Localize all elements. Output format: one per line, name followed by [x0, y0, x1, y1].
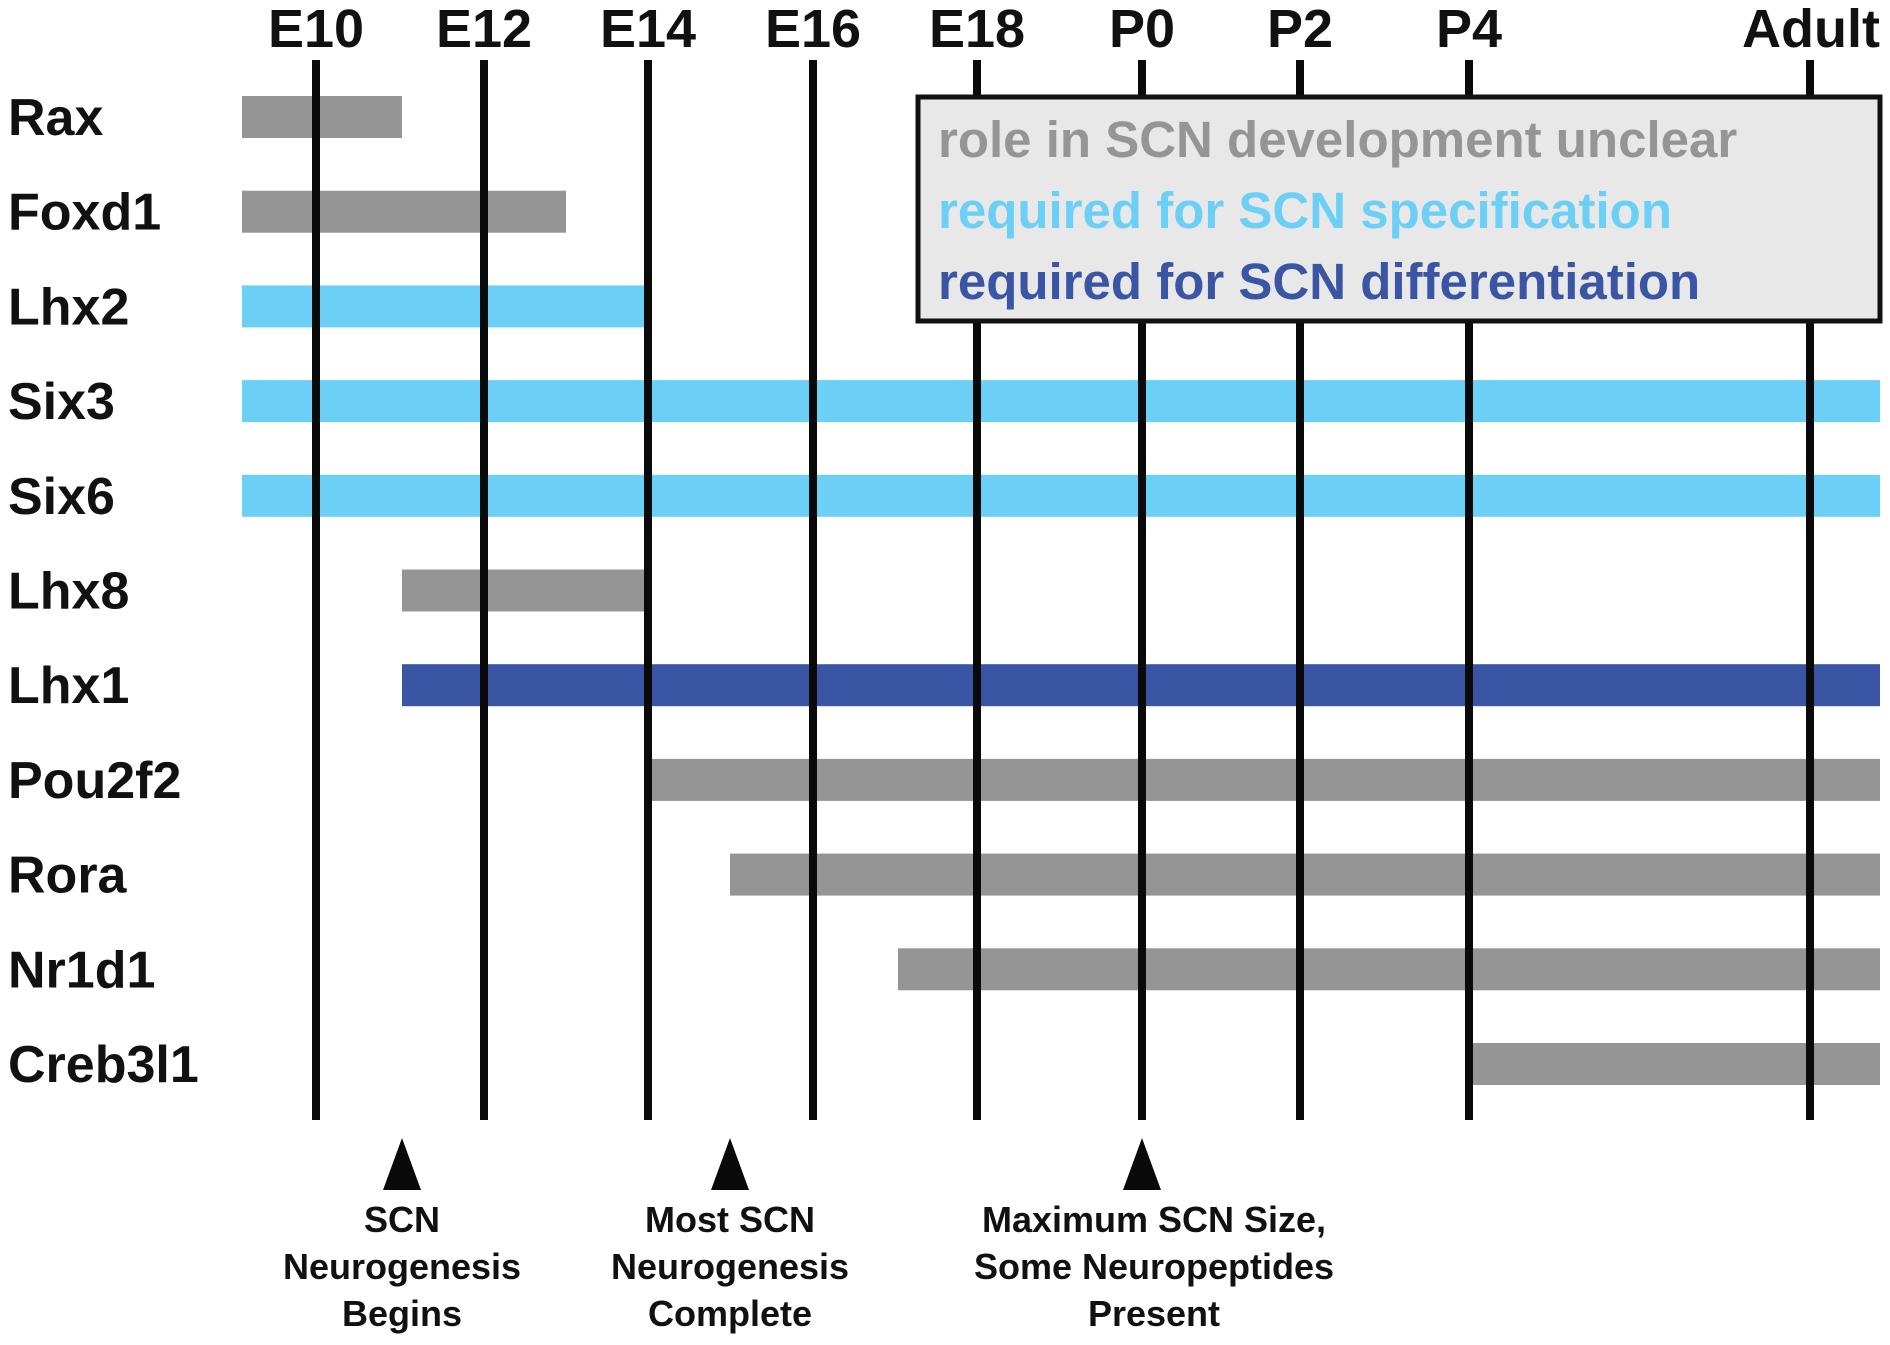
event-caption-1-line-3: Begins [342, 1293, 462, 1334]
expression-bar-lhx8 [402, 569, 648, 612]
event-caption-3-line-3: Present [1088, 1293, 1220, 1334]
event-caption-2-line-3: Complete [648, 1293, 812, 1334]
gene-label-rora: Rora [8, 847, 128, 905]
event-marker-1 [383, 1138, 421, 1190]
timepoint-label-p4: P4 [1436, 0, 1502, 59]
event-caption-3-line-2: Some Neuropeptides [974, 1246, 1334, 1287]
gene-label-lhx1: Lhx1 [8, 657, 129, 715]
event-caption-2-line-1: Most SCN [645, 1199, 815, 1240]
gene-label-six6: Six6 [8, 468, 115, 526]
expression-bar-rora [730, 853, 1880, 896]
timepoint-label-e12: E12 [436, 0, 532, 59]
gene-label-lhx8: Lhx8 [8, 563, 129, 621]
expression-bar-creb3l1 [1469, 1043, 1880, 1085]
gene-label-creb3l1: Creb3l1 [8, 1036, 199, 1094]
expression-bar-lhx2 [242, 285, 648, 328]
legend-entry-3: required for SCN differentiation [938, 253, 1700, 310]
gene-label-nr1d1: Nr1d1 [8, 941, 155, 999]
timepoint-label-p0: P0 [1109, 0, 1175, 59]
legend-entry-1: role in SCN development unclear [938, 111, 1737, 168]
timepoint-label-e18: E18 [929, 0, 1025, 59]
event-marker-3 [1123, 1138, 1161, 1190]
event-caption-1-line-1: SCN [364, 1199, 440, 1240]
timepoint-label-p2: P2 [1267, 0, 1333, 59]
timepoint-labels-layer: E10 E12 E14 E16 E18 P0 P2 P4 Adult [268, 0, 1880, 59]
expression-bar-rax [242, 96, 402, 138]
event-caption-2-line-2: Neurogenesis [611, 1246, 849, 1287]
expression-bar-six6 [242, 474, 1880, 517]
timepoint-label-e14: E14 [600, 0, 696, 59]
event-marker-2 [711, 1138, 749, 1190]
gene-labels-layer: RaxFoxd1Lhx2Six3Six6Lhx8Lhx1Pou2f2RoraNr… [8, 89, 199, 1094]
expression-bar-pou2f2 [648, 758, 1880, 801]
gene-label-six3: Six3 [8, 373, 115, 431]
legend: role in SCN development unclear required … [915, 94, 1883, 324]
gene-label-rax: Rax [8, 89, 103, 147]
expression-bar-six3 [242, 380, 1880, 423]
gene-label-lhx2: Lhx2 [8, 278, 129, 336]
timepoint-label-adult: Adult [1742, 0, 1880, 59]
gene-label-foxd1: Foxd1 [8, 184, 161, 242]
event-caption-1-line-2: Neurogenesis [283, 1246, 521, 1287]
expression-bar-foxd1 [242, 190, 566, 233]
expression-bars-layer [242, 96, 1880, 1085]
timepoint-label-e16: E16 [765, 0, 861, 59]
legend-entry-2: required for SCN specification [938, 182, 1672, 239]
timepoint-label-e10: E10 [268, 0, 364, 59]
expression-bar-nr1d1 [898, 948, 1880, 991]
event-caption-3-line-1: Maximum SCN Size, [982, 1199, 1326, 1240]
legend-box [915, 94, 1883, 324]
gene-label-pou2f2: Pou2f2 [8, 752, 181, 810]
